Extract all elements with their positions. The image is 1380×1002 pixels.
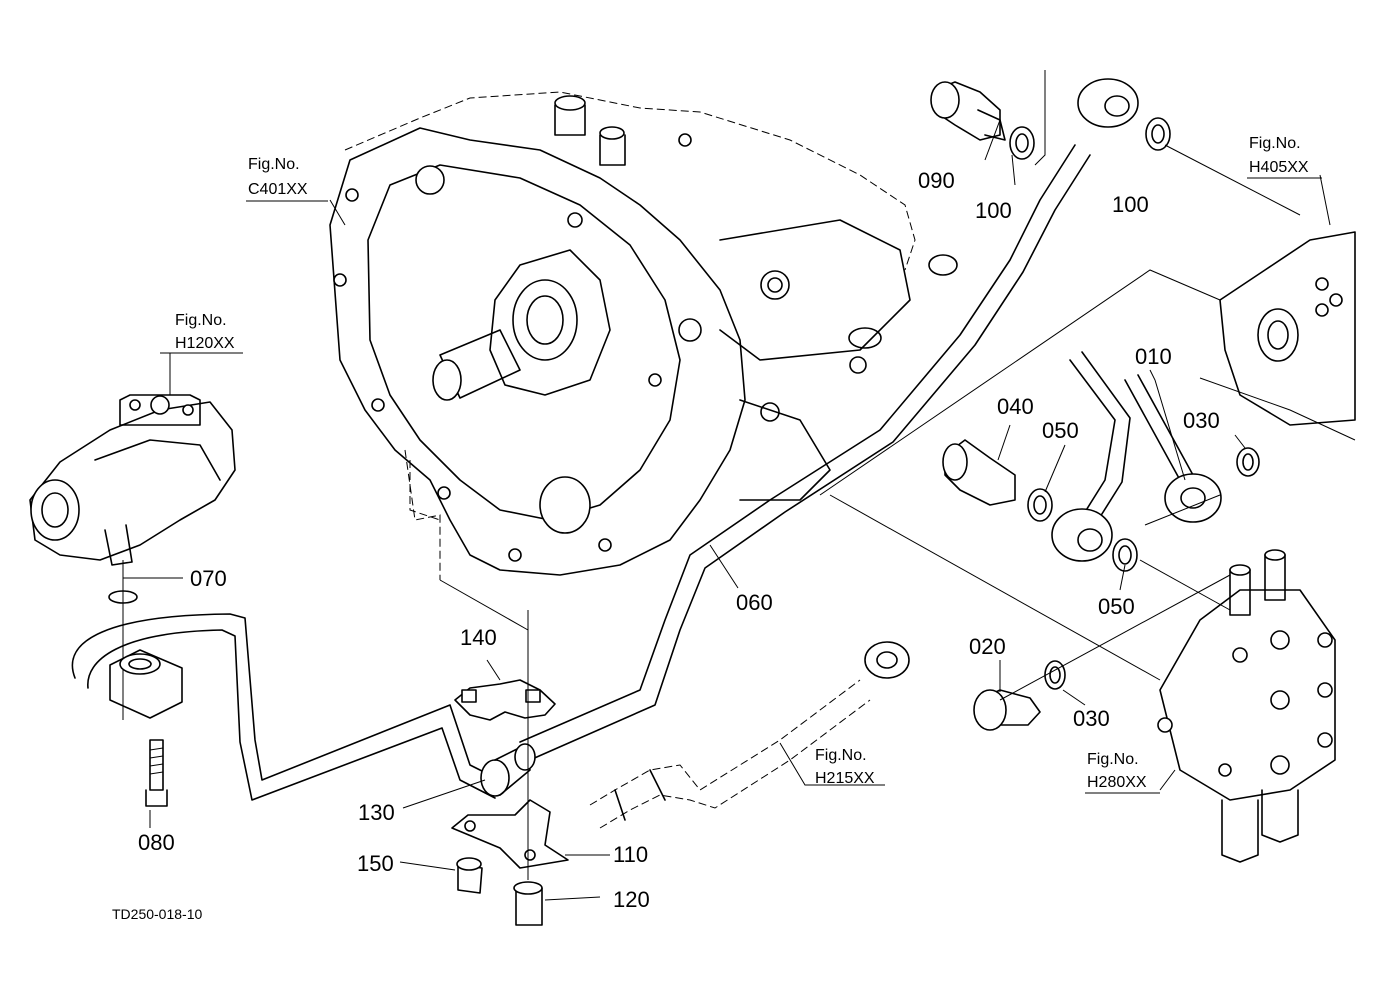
- leader-lines: [123, 119, 1246, 901]
- delivery-pipe: [71, 613, 501, 801]
- valve-h280: [973, 549, 1336, 863]
- part-label-080[interactable]: 080: [138, 830, 175, 855]
- part-label-060[interactable]: 060: [736, 590, 773, 615]
- fig-ref-h120-line2: H120XX: [175, 335, 235, 352]
- fig-ref-h280-line1: Fig.No.: [1087, 751, 1139, 768]
- fig-ref-h120[interactable]: Fig.No. H120XX: [175, 312, 235, 352]
- bolt-080: [149, 739, 164, 791]
- part-label-150[interactable]: 150: [357, 851, 394, 876]
- fig-ref-h215-line2: H215XX: [815, 770, 875, 787]
- bracket-assembly: [439, 579, 569, 926]
- part-label-090[interactable]: 090: [918, 168, 955, 193]
- part-label-030-bottom[interactable]: 030: [1073, 706, 1110, 731]
- fig-ref-h405[interactable]: Fig.No. H405XX: [1247, 135, 1322, 179]
- part-label-140[interactable]: 140: [460, 625, 497, 650]
- transmission-case: [329, 91, 958, 580]
- part-label-030-top[interactable]: 030: [1183, 408, 1220, 433]
- part-labels: 090 100 100 010 040 050 030 070 060 050 …: [138, 168, 1220, 912]
- part-label-050-top[interactable]: 050: [1042, 418, 1079, 443]
- part-label-120[interactable]: 120: [613, 887, 650, 912]
- fig-ref-h280[interactable]: Fig.No. H280XX: [1085, 751, 1160, 794]
- banjo-040: [944, 439, 1016, 506]
- fig-ref-h215-line1: Fig.No.: [815, 747, 867, 764]
- fig-ref-h280-line2: H280XX: [1087, 774, 1147, 791]
- part-label-130[interactable]: 130: [358, 800, 395, 825]
- part-label-020[interactable]: 020: [969, 634, 1006, 659]
- part-label-110[interactable]: 110: [613, 842, 648, 867]
- fig-ref-c401[interactable]: Fig.No. C401XX: [246, 156, 328, 202]
- bracket-110: [451, 799, 569, 869]
- fig-ref-h405-line1: Fig.No.: [1249, 135, 1301, 152]
- pump-adapter: [108, 560, 183, 807]
- fig-ref-h405-line2: H405XX: [1249, 159, 1309, 176]
- return-pipe: [589, 641, 910, 829]
- part-label-040[interactable]: 040: [997, 394, 1034, 419]
- drawing-code: TD250-018-10: [112, 906, 202, 922]
- fig-ref-h120-line1: Fig.No.: [175, 312, 227, 329]
- part-label-050-bottom[interactable]: 050: [1098, 594, 1135, 619]
- part-label-010[interactable]: 010: [1135, 344, 1172, 369]
- fig-ref-c401-line2: C401XX: [248, 181, 308, 198]
- hydraulic-pump: [29, 394, 236, 566]
- valve-h405: [1164, 144, 1356, 441]
- banjo-090: [930, 70, 1171, 166]
- part-label-070[interactable]: 070: [190, 566, 227, 591]
- part-label-100-left[interactable]: 100: [975, 198, 1012, 223]
- part-label-100-right[interactable]: 100: [1112, 192, 1149, 217]
- fig-ref-h215[interactable]: Fig.No. H215XX: [815, 747, 875, 787]
- clamp-140: [454, 679, 556, 721]
- pipe-060: [519, 78, 1139, 761]
- pipe-010: [819, 269, 1260, 681]
- fig-ref-c401-line1: Fig.No.: [248, 156, 300, 173]
